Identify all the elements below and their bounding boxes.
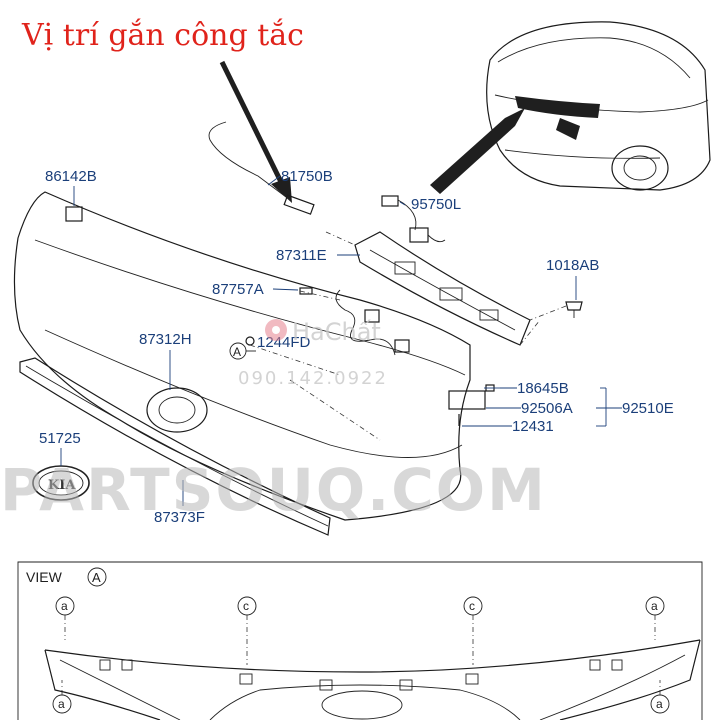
label-92506a: 92506A bbox=[521, 400, 573, 417]
watermark-partsouq: PARTSOUQ.COM bbox=[0, 456, 547, 524]
car-to-part-pointer bbox=[430, 108, 525, 194]
harness-cluster bbox=[335, 289, 410, 356]
wiring-connector bbox=[381, 195, 446, 243]
svg-text:a: a bbox=[656, 697, 663, 711]
view-a-detail-box: VIEW A a c c a a a bbox=[17, 561, 703, 720]
kia-badge-text: KIA bbox=[48, 478, 76, 493]
switch-location-title: Vị trí gắn công tắc bbox=[21, 18, 304, 53]
svg-text:A: A bbox=[233, 345, 241, 359]
label-92510e: 92510E bbox=[622, 400, 674, 417]
svg-text:a: a bbox=[61, 599, 68, 613]
chrome-moulding-strip bbox=[19, 357, 331, 536]
callout-c-right: c bbox=[463, 596, 483, 616]
callout-a-top-right: a bbox=[645, 596, 665, 616]
svg-text:090.142.0922: 090.142.0922 bbox=[238, 368, 388, 389]
car-rear-illustration bbox=[486, 21, 711, 191]
label-87757a: 87757A bbox=[212, 281, 264, 298]
label-18645b: 18645B bbox=[517, 380, 569, 397]
label-87311e: 87311E bbox=[276, 247, 327, 264]
switch-bracket-housing bbox=[354, 231, 531, 346]
svg-text:c: c bbox=[469, 599, 475, 613]
svg-text:HaChất: HaChất bbox=[292, 318, 381, 346]
callout-a-bottom-left: a bbox=[52, 694, 72, 714]
label-87373f: 87373F bbox=[154, 509, 205, 526]
label-86142b: 86142B bbox=[45, 168, 97, 185]
callout-a-top-left: a bbox=[55, 596, 75, 616]
label-95750l: 95750L bbox=[411, 196, 461, 213]
label-1018ab: 1018AB bbox=[546, 257, 599, 274]
nut-1244fd bbox=[245, 336, 255, 346]
view-caption-marker: A bbox=[92, 570, 101, 585]
label-81750b: 81750B bbox=[281, 168, 333, 185]
bolt-1018ab bbox=[565, 301, 583, 318]
clip-86142b bbox=[65, 206, 83, 222]
svg-text:c: c bbox=[243, 599, 249, 613]
view-marker-a: A bbox=[229, 342, 256, 360]
label-51725: 51725 bbox=[39, 430, 81, 447]
label-12431: 12431 bbox=[512, 418, 554, 435]
callout-a-bottom-right: a bbox=[650, 694, 670, 714]
svg-text:a: a bbox=[651, 599, 658, 613]
lamp-assembly bbox=[448, 384, 495, 410]
view-caption: VIEW bbox=[26, 569, 63, 585]
label-87312h: 87312H bbox=[139, 331, 192, 348]
svg-text:a: a bbox=[58, 697, 65, 711]
callout-c-left: c bbox=[237, 596, 257, 616]
trunk-lid-garnish bbox=[13, 191, 471, 521]
trunk-switch-cable bbox=[208, 121, 315, 215]
leader-lines bbox=[60, 175, 622, 506]
watermark-hachat: HaChất 090.142.0922 bbox=[238, 318, 388, 389]
